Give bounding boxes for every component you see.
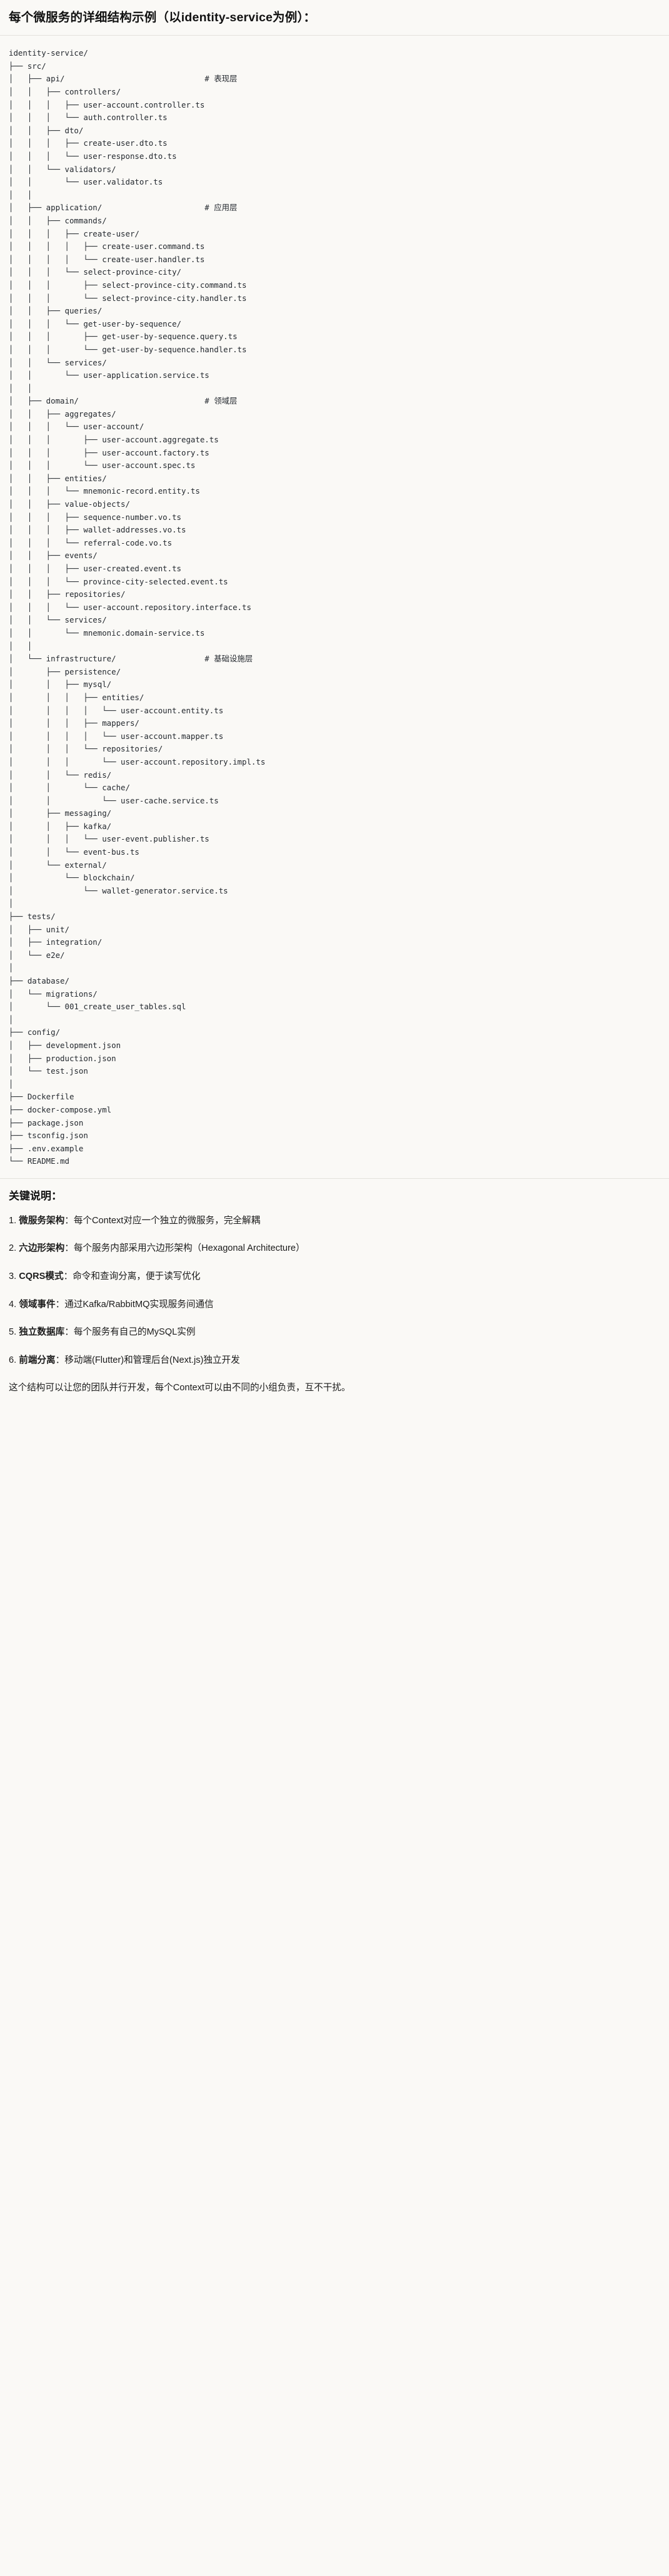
key-note-text: ：每个服务内部采用六边形架构（Hexagonal Architecture） [64,1243,305,1254]
key-notes-list: 1. 微服务架构：每个Context对应一个独立的微服务，完全解耦 2. 六边形架… [9,1214,660,1368]
key-note-text: ：命令和查询分离，便于读写优化 [63,1271,201,1281]
key-note-number: 6. [9,1355,19,1365]
key-note-item: 2. 六边形架构：每个服务内部采用六边形架构（Hexagonal Archite… [9,1241,660,1256]
document-page: 每个微服务的详细结构示例（以identity-service为例）： ident… [0,0,669,1402]
key-note-item: 6. 前端分离：移动端(Flutter)和管理后台(Next.js)独立开发 [9,1353,660,1368]
key-note-term: 领域事件 [19,1299,56,1310]
key-note-term: 微服务架构 [19,1215,65,1226]
heading-section: 每个微服务的详细结构示例（以identity-service为例）： [0,0,669,36]
key-note-number: 3. [9,1271,19,1281]
key-note-text: ：每个服务有自己的MySQL实例 [64,1327,196,1338]
key-note-term: 前端分离 [19,1355,56,1365]
key-note-number: 5. [9,1327,19,1338]
key-note-item: 3. CQRS模式：命令和查询分离，便于读写优化 [9,1270,660,1284]
key-note-term: 独立数据库 [19,1327,65,1338]
key-note-text: ：每个Context对应一个独立的微服务，完全解耦 [64,1215,261,1226]
key-note-item: 4. 领域事件：通过Kafka/RabbitMQ实现服务间通信 [9,1298,660,1312]
key-note-item: 5. 独立数据库：每个服务有自己的MySQL实例 [9,1325,660,1340]
key-note-term: CQRS模式 [19,1271,64,1281]
key-note-text: ：通过Kafka/RabbitMQ实现服务间通信 [55,1299,214,1310]
key-note-number: 2. [9,1243,19,1254]
directory-tree: identity-service/ ├── src/ │ ├── api/ # … [9,48,266,1166]
key-notes-title: 关键说明： [9,1189,62,1202]
key-note-text: ：移动端(Flutter)和管理后台(Next.js)独立开发 [55,1355,240,1365]
directory-tree-section: identity-service/ ├── src/ │ ├── api/ # … [0,36,669,1179]
page-title: 每个微服务的详细结构示例（以identity-service为例）： [9,11,316,24]
key-note-term: 六边形架构 [19,1243,65,1254]
closing-paragraph: 这个结构可以让您的团队并行开发，每个Context可以由不同的小组负责，互不干扰… [9,1383,351,1393]
key-note-number: 4. [9,1299,19,1310]
key-note-item: 1. 微服务架构：每个Context对应一个独立的微服务，完全解耦 [9,1214,660,1228]
key-notes-section: 关键说明： 1. 微服务架构：每个Context对应一个独立的微服务，完全解耦 2… [0,1178,669,1402]
key-note-number: 1. [9,1215,19,1226]
